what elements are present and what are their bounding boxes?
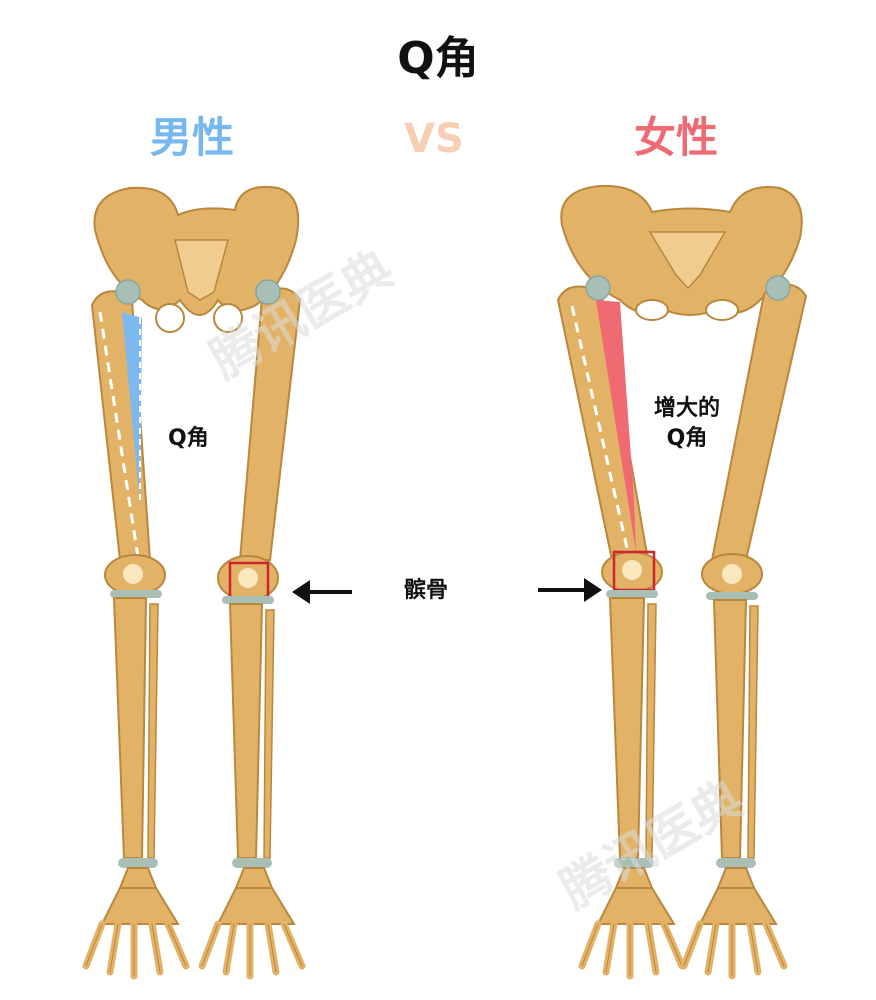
male-skeleton (86, 186, 302, 976)
female-skeleton (556, 184, 808, 976)
female-q-angle (596, 300, 636, 552)
arrow-left-icon (292, 580, 352, 604)
q-angle-female-line1: 增大的 (653, 396, 720, 421)
q-angle-male-label: Q角 (168, 426, 209, 451)
diagram-title: Q角 (397, 33, 479, 84)
male-right-femur (238, 287, 302, 561)
male-label: 男性 (150, 113, 235, 162)
female-label: 女性 (634, 113, 719, 162)
patella-label: 髌骨 (404, 578, 449, 603)
q-angle-female-label: 增大的 Q角 (644, 394, 730, 454)
arrow-right-icon (538, 578, 602, 602)
male-q-angle (122, 312, 142, 505)
vs-label: VS (404, 116, 464, 162)
q-angle-female-line2: Q角 (666, 426, 708, 451)
female-left-femur (556, 285, 650, 561)
